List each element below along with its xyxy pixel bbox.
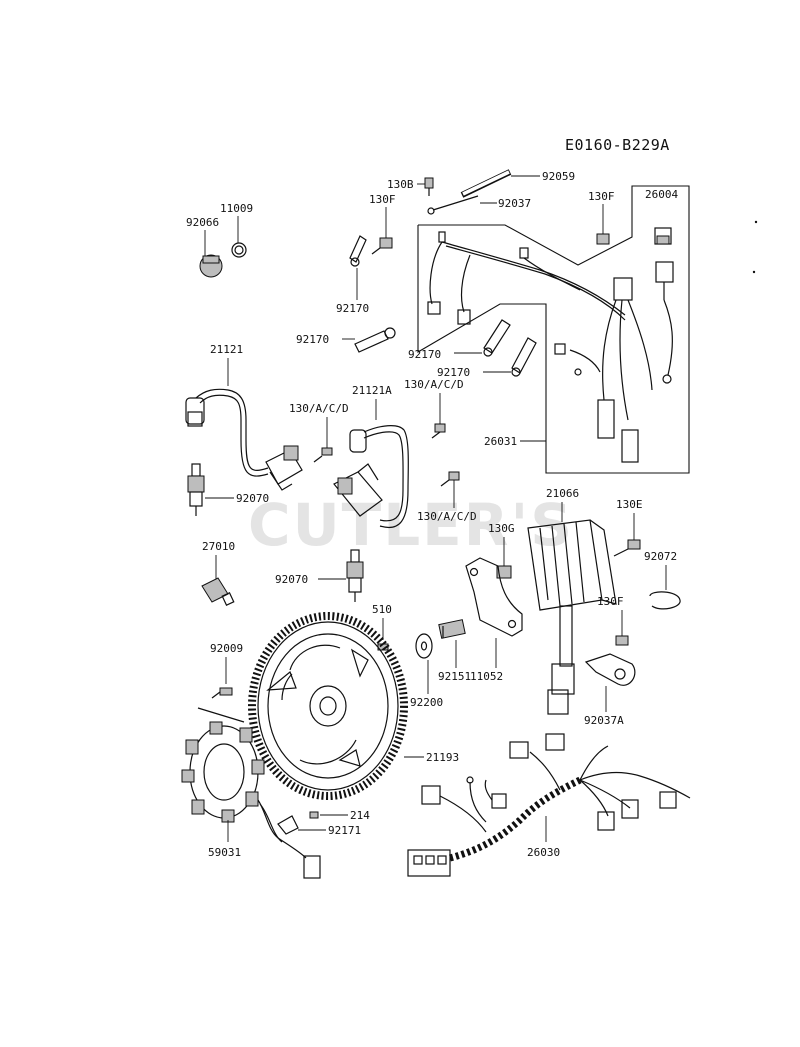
label-92200: 92200 [410, 696, 443, 709]
main-harness-26030 [407, 733, 691, 877]
label-21121A: 21121A [352, 384, 392, 397]
regulator-21066 [527, 519, 617, 715]
washer-92200 [415, 633, 433, 659]
bolt-130ACD-c [440, 471, 460, 487]
spark-plug-92070-b [346, 549, 364, 602]
bolt-130ACD-a [313, 447, 333, 463]
connector-26004 [654, 227, 674, 384]
label-130F-low: 130F [597, 595, 624, 608]
label-92059: 92059 [542, 170, 575, 183]
terminal-92170-d [511, 337, 537, 377]
clamp-92072 [649, 591, 681, 610]
drain-plug-92066 [199, 242, 247, 278]
diagram-code: E0160-B229A [565, 136, 670, 154]
label-21066: 21066 [546, 487, 579, 500]
bolt-130E [613, 539, 641, 557]
label-21121: 21121 [210, 343, 243, 356]
spark-plug-92070-a [187, 463, 205, 516]
label-130B: 130B [387, 178, 414, 191]
label-11009: 11009 [220, 202, 253, 215]
screw-214 [309, 811, 319, 819]
bracket-11052 [465, 557, 523, 637]
label-130ACD-b: 130/A/C/D [404, 378, 464, 391]
oil-switch-27010 [201, 577, 235, 607]
label-130ACD-a: 130/A/C/D [289, 402, 349, 415]
bolt-130F-top [371, 237, 393, 255]
label-26030: 26030 [527, 846, 560, 859]
watermark: CUTLER'S [248, 491, 574, 559]
terminal-92170-c [483, 319, 511, 357]
label-11052: 11052 [470, 670, 503, 683]
bolt-130ACD-b [431, 423, 446, 439]
bolt-130F-right [596, 233, 610, 245]
ignition-coil-21121 [185, 388, 303, 491]
label-92072: 92072 [644, 550, 677, 563]
label-92170-c: 92170 [408, 348, 441, 361]
label-92066: 92066 [186, 216, 219, 229]
label-130ACD-c: 130/A/C/D [417, 510, 477, 523]
label-92070-b: 92070 [275, 573, 308, 586]
harness-box-26031 [417, 185, 690, 474]
flywheel-21193 [248, 612, 408, 800]
label-130G: 130G [488, 522, 515, 535]
label-92170-b: 92170 [296, 333, 329, 346]
label-130F-top: 130F [369, 193, 396, 206]
ignition-coil-21121A [333, 425, 409, 528]
clamp-92037A [584, 653, 636, 686]
label-92070-a: 92070 [236, 492, 269, 505]
clamp-92171 [277, 815, 299, 835]
label-26004: 26004 [645, 188, 678, 201]
tube-92059 [460, 169, 512, 198]
screw-92009 [211, 687, 233, 699]
bolt-92151 [438, 619, 466, 639]
label-92170-d: 92170 [437, 366, 470, 379]
label-214: 214 [350, 809, 370, 822]
label-92009: 92009 [210, 642, 243, 655]
wire-harness-26031 [427, 231, 653, 463]
label-59031: 59031 [208, 846, 241, 859]
terminal-92170-a [349, 235, 367, 267]
label-92170-a: 92170 [336, 302, 369, 315]
label-92037: 92037 [498, 197, 531, 210]
label-130E: 130E [616, 498, 643, 511]
bolt-130B [424, 177, 434, 196]
terminal-92170-b [354, 327, 396, 353]
label-510: 510 [372, 603, 392, 616]
stator-59031 [181, 721, 321, 879]
label-92171: 92171 [328, 824, 361, 837]
bolt-130G [496, 565, 512, 579]
label-21193: 21193 [426, 751, 459, 764]
label-92037A: 92037A [584, 714, 624, 727]
label-130F-right: 130F [588, 190, 615, 203]
label-27010: 27010 [202, 540, 235, 553]
bolt-130F-low [615, 635, 629, 646]
label-92151: 92151 [438, 670, 471, 683]
label-26031: 26031 [484, 435, 517, 448]
